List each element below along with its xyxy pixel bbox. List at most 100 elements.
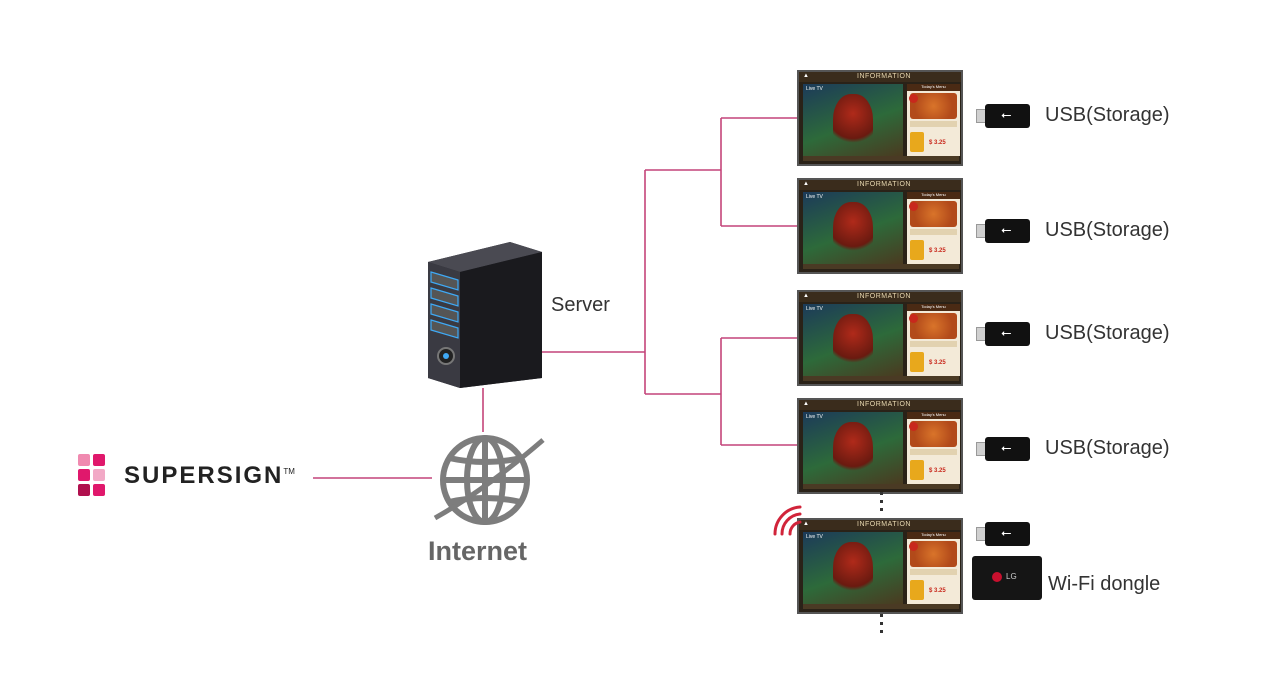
tv-live-label: Live TV — [806, 306, 823, 312]
tv-live-panel: Live TV — [803, 192, 903, 264]
device-label-3: USB(Storage) — [1045, 322, 1170, 344]
football-player-image — [833, 94, 873, 150]
usb-body: ⭠ — [985, 104, 1030, 128]
tv-header-text: INFORMATION — [857, 293, 911, 300]
signage-display-1: ▲ INFORMATION Live TV Today's Menu $ 3.2… — [797, 70, 963, 166]
tv-brand-mark: ▲ — [803, 293, 809, 299]
tv-price: $ 3.25 — [929, 360, 946, 366]
usb-symbol-icon: ⭠ — [1001, 107, 1012, 122]
more-displays-dots-lower — [880, 614, 884, 638]
wifi-dongle-device: LG — [972, 556, 1042, 600]
tv-price: $ 3.25 — [929, 588, 946, 594]
tv-menu-title: Today's Menu — [907, 84, 960, 91]
tv-price: $ 3.25 — [929, 140, 946, 146]
tv-price: $ 3.25 — [929, 248, 946, 254]
device-label-5: Wi-Fi dongle — [1048, 573, 1161, 595]
internet-label: Internet — [428, 536, 528, 566]
tv-menu-panel: Today's Menu $ 3.25 — [907, 84, 960, 156]
tv-header-text: INFORMATION — [857, 73, 911, 80]
tv-header-bar: ▲ INFORMATION — [799, 520, 961, 530]
tv-header-bar: ▲ INFORMATION — [799, 180, 961, 190]
usb-stick-icon: ⭠ — [976, 322, 1030, 346]
usb-body: ⭠ — [985, 322, 1030, 346]
tv-menu-title: Today's Menu — [907, 192, 960, 199]
device-label-1: USB(Storage) — [1045, 104, 1170, 126]
tv-menu-panel: Today's Menu $ 3.25 — [907, 304, 960, 376]
tv-menu-title: Today's Menu — [907, 412, 960, 419]
tv-live-label: Live TV — [806, 534, 823, 540]
tv-header-text: INFORMATION — [857, 181, 911, 188]
promo-badge — [909, 542, 918, 551]
signage-display-4: ▲ INFORMATION Live TV Today's Menu $ 3.2… — [797, 398, 963, 494]
tv-ticker — [803, 156, 959, 161]
menu-text-block — [910, 341, 957, 347]
tv-menu-panel: Today's Menu $ 3.25 — [907, 532, 960, 604]
menu-text-block — [910, 449, 957, 455]
usb-body: ⭠ — [985, 437, 1030, 461]
supersign-wordmark: SUPERSIGNTM — [124, 462, 295, 489]
beer-image — [910, 460, 924, 480]
wifi-signal-icon — [773, 505, 802, 536]
tv-brand-mark: ▲ — [803, 73, 809, 79]
tv-menu-title: Today's Menu — [907, 304, 960, 311]
football-player-image — [833, 542, 873, 598]
tv-live-panel: Live TV — [803, 304, 903, 376]
usb-symbol-icon: ⭠ — [1001, 222, 1012, 237]
tv-live-panel: Live TV — [803, 532, 903, 604]
tv-ticker — [803, 264, 959, 269]
tv-menu-panel: Today's Menu $ 3.25 — [907, 412, 960, 484]
supersign-logo: SUPERSIGNTM — [76, 452, 316, 502]
tv-live-label: Live TV — [806, 86, 823, 92]
tv-price: $ 3.25 — [929, 468, 946, 474]
signage-display-3: ▲ INFORMATION Live TV Today's Menu $ 3.2… — [797, 290, 963, 386]
tv-live-panel: Live TV — [803, 412, 903, 484]
supersign-logo-icon — [78, 454, 105, 496]
beer-image — [910, 580, 924, 600]
beer-image — [910, 240, 924, 260]
tv-header-text: INFORMATION — [857, 401, 911, 408]
internet-globe-icon — [433, 435, 545, 525]
server-icon — [428, 242, 542, 388]
tv-menu-title: Today's Menu — [907, 532, 960, 539]
lg-logo-icon — [992, 572, 1002, 582]
tv-brand-mark: ▲ — [803, 181, 809, 187]
menu-text-block — [910, 121, 957, 127]
usb-stick-icon: ⭠ — [976, 219, 1030, 243]
tv-live-panel: Live TV — [803, 84, 903, 156]
beer-image — [910, 132, 924, 152]
tv-brand-mark: ▲ — [803, 401, 809, 407]
tv-ticker — [803, 376, 959, 381]
menu-text-block — [910, 229, 957, 235]
promo-badge — [909, 202, 918, 211]
promo-badge — [909, 94, 918, 103]
tv-header-text: INFORMATION — [857, 521, 911, 528]
tv-brand-mark: ▲ — [803, 521, 809, 527]
beer-image — [910, 352, 924, 372]
usb-body: ⭠ — [985, 522, 1030, 546]
device-label-2: USB(Storage) — [1045, 219, 1170, 241]
tv-ticker — [803, 604, 959, 609]
tv-ticker — [803, 484, 959, 489]
device-label-4: USB(Storage) — [1045, 437, 1170, 459]
signage-display-2: ▲ INFORMATION Live TV Today's Menu $ 3.2… — [797, 178, 963, 274]
tv-live-label: Live TV — [806, 194, 823, 200]
usb-stick-icon: ⭠ — [976, 522, 1030, 546]
usb-symbol-icon: ⭠ — [1001, 325, 1012, 340]
dongle-brand: LG — [1006, 572, 1017, 581]
usb-stick-icon: ⭠ — [976, 437, 1030, 461]
tv-header-bar: ▲ INFORMATION — [799, 72, 961, 82]
tv-menu-panel: Today's Menu $ 3.25 — [907, 192, 960, 264]
usb-symbol-icon: ⭠ — [1001, 440, 1012, 455]
promo-badge — [909, 314, 918, 323]
football-player-image — [833, 422, 873, 478]
football-player-image — [833, 202, 873, 258]
usb-stick-icon: ⭠ — [976, 104, 1030, 128]
promo-badge — [909, 422, 918, 431]
tv-live-label: Live TV — [806, 414, 823, 420]
football-player-image — [833, 314, 873, 370]
server-label: Server — [551, 294, 610, 316]
signage-display-5: ▲ INFORMATION Live TV Today's Menu $ 3.2… — [797, 518, 963, 614]
menu-text-block — [910, 569, 957, 575]
tv-header-bar: ▲ INFORMATION — [799, 292, 961, 302]
